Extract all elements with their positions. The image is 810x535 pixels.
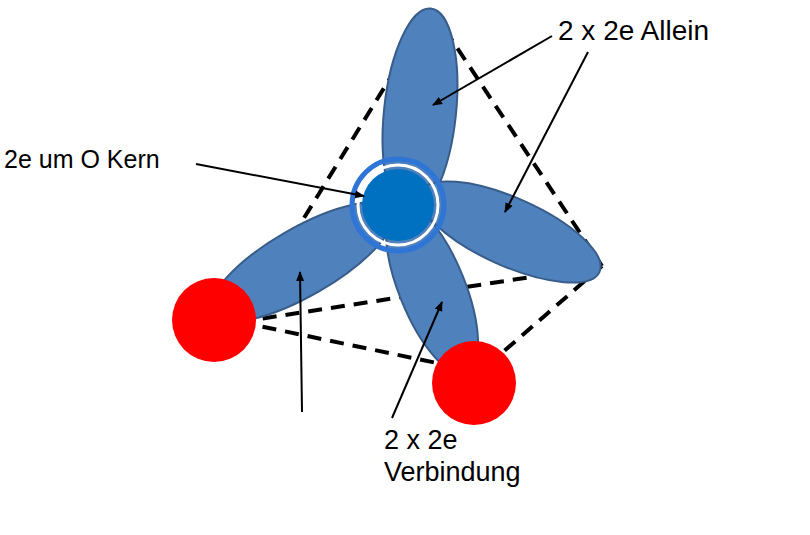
hydrogen-atom [172,278,256,362]
nucleus-shell-label: 2e um O Kern [4,144,204,174]
hydrogen-atom [432,341,516,425]
leader-lines [196,36,588,418]
lone-pair-label: 2 x 2e Allein [558,14,798,48]
electron-shell [352,159,444,251]
electron-shell-gap [358,165,438,245]
bond-pair-label: 2 x 2e Verbindung [384,424,544,489]
oxygen-nucleus [362,169,434,241]
orbital-lobes [195,5,613,386]
